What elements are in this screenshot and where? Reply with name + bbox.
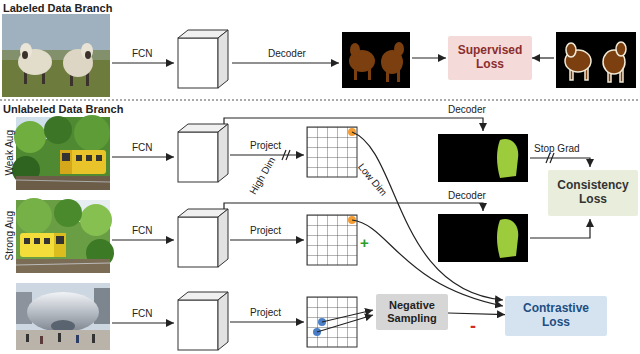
arrow-label: Project bbox=[250, 307, 281, 319]
feature-cube bbox=[178, 209, 228, 267]
arrow-label: Project bbox=[250, 225, 281, 237]
weak-mask bbox=[438, 134, 528, 182]
predicted-mask bbox=[342, 32, 410, 88]
arrow-label: Decoder bbox=[448, 190, 486, 202]
sampling-box: Negative Sampling bbox=[376, 294, 448, 330]
loss-box: Supervised Loss bbox=[448, 36, 532, 80]
ground-truth-mask bbox=[556, 32, 636, 88]
loss-box: Consistency Loss bbox=[548, 170, 638, 216]
projection-grid bbox=[307, 215, 357, 265]
arrow-label: FCN bbox=[132, 142, 153, 154]
flow-arrow bbox=[112, 58, 590, 332]
arrow-label: Project bbox=[250, 140, 281, 152]
branch-heading: Unlabeled Data Branch bbox=[3, 103, 123, 116]
arrow-label: FCN bbox=[132, 48, 153, 60]
strong-aug-photo bbox=[16, 198, 114, 273]
dim-label: Low Dim bbox=[355, 161, 389, 198]
branch-heading: Labeled Data Branch bbox=[3, 2, 112, 15]
separator bbox=[0, 100, 640, 101]
break-mark bbox=[282, 150, 554, 163]
bean-photo bbox=[16, 283, 110, 350]
arrow-label: FCN bbox=[132, 308, 153, 320]
projection-grid bbox=[307, 127, 357, 177]
loss-box: Contrastive Loss bbox=[505, 296, 607, 336]
sign-label: + bbox=[360, 234, 369, 251]
arrow-label: Decoder bbox=[448, 104, 486, 116]
dim-label: High Dim bbox=[247, 155, 278, 196]
strong-mask bbox=[438, 214, 528, 262]
arrow-label: Decoder bbox=[268, 48, 306, 60]
box-text: Contrastive Loss bbox=[510, 302, 602, 330]
box-text: Negative Sampling bbox=[381, 299, 443, 324]
aug-label: Strong Aug bbox=[3, 211, 15, 260]
sheep-photo bbox=[2, 14, 110, 97]
flow-connector bbox=[448, 313, 505, 315]
box-text: Consistency Loss bbox=[553, 179, 633, 207]
arrow-label: FCN bbox=[132, 225, 153, 237]
feature-cube bbox=[178, 30, 228, 88]
feature-cube bbox=[178, 292, 228, 350]
aug-label: Weak Aug bbox=[3, 130, 15, 175]
box-text: Supervised Loss bbox=[453, 44, 527, 72]
sign-label: - bbox=[470, 316, 476, 337]
arrow-label: Stop Grad bbox=[534, 143, 580, 155]
weak-aug-photo bbox=[12, 115, 110, 190]
feature-cube bbox=[178, 124, 228, 182]
